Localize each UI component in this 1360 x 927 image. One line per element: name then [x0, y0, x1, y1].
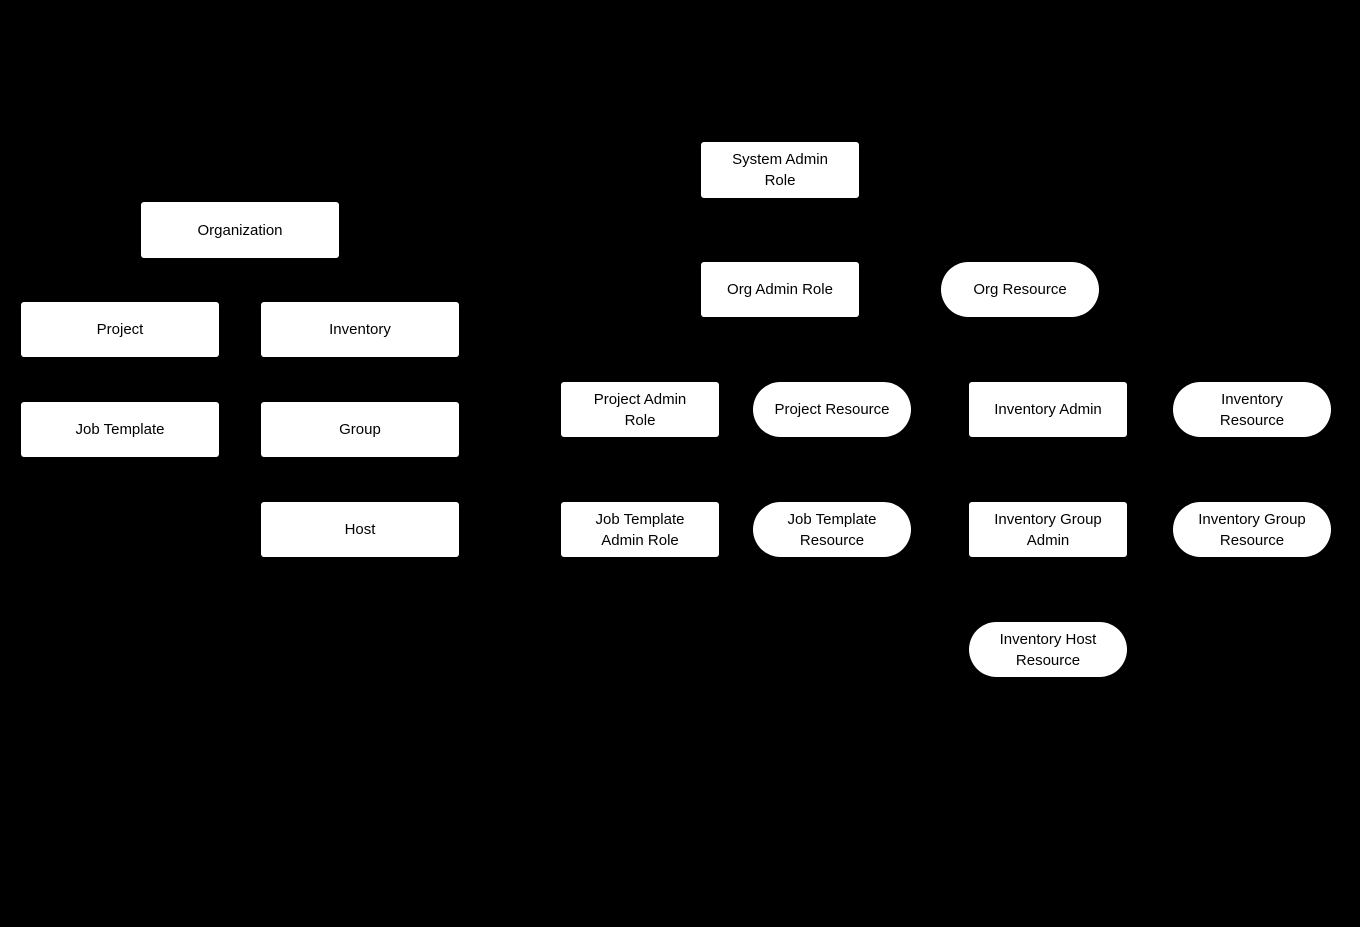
node-group: Group: [261, 402, 459, 457]
node-inventory: Inventory: [261, 302, 459, 357]
node-inventory-host-resource: Inventory Host Resource: [969, 622, 1127, 677]
node-project-admin-role: Project Admin Role: [561, 382, 719, 437]
node-inventory-group-resource: Inventory Group Resource: [1173, 502, 1331, 557]
node-label: Org Admin Role: [727, 281, 833, 298]
node-label: Org Resource: [973, 281, 1067, 298]
node-org-admin-role: Org Admin Role: [701, 262, 859, 317]
node-label: Inventory: [329, 321, 391, 338]
node-label: Inventory Group Resource: [1198, 510, 1306, 549]
node-label: Inventory Host Resource: [999, 630, 1097, 669]
node-label: System Admin Role: [732, 151, 828, 189]
node-label: Project Admin Role: [593, 390, 687, 429]
node-job-template-admin-role: Job Template Admin Role: [561, 502, 719, 557]
node-host: Host: [261, 502, 459, 557]
node-label: Project: [96, 321, 144, 338]
node-label: Inventory Resource: [1219, 390, 1285, 429]
node-label: Job Template: [75, 421, 165, 438]
node-inventory-admin: Inventory Admin: [969, 382, 1127, 437]
node-organization: Organization: [141, 202, 339, 258]
node-label: Project Resource: [774, 401, 890, 418]
node-inventory-resource: Inventory Resource: [1173, 382, 1331, 437]
node-system-admin-role: System Admin Role: [701, 142, 859, 198]
node-label: Inventory Group Admin: [994, 510, 1102, 549]
node-label: Organization: [197, 221, 283, 239]
node-label: Job Template Resource: [787, 510, 877, 549]
node-project-resource: Project Resource: [753, 382, 911, 437]
node-project: Project: [21, 302, 219, 357]
node-inventory-group-admin: Inventory Group Admin: [969, 502, 1127, 557]
node-label: Job Template Admin Role: [595, 510, 685, 549]
node-label: Group: [339, 421, 381, 438]
node-org-resource: Org Resource: [941, 262, 1099, 317]
node-job-template: Job Template: [21, 402, 219, 457]
node-label: Host: [344, 521, 376, 538]
node-label: Inventory Admin: [994, 401, 1102, 418]
node-job-template-resource: Job Template Resource: [753, 502, 911, 557]
